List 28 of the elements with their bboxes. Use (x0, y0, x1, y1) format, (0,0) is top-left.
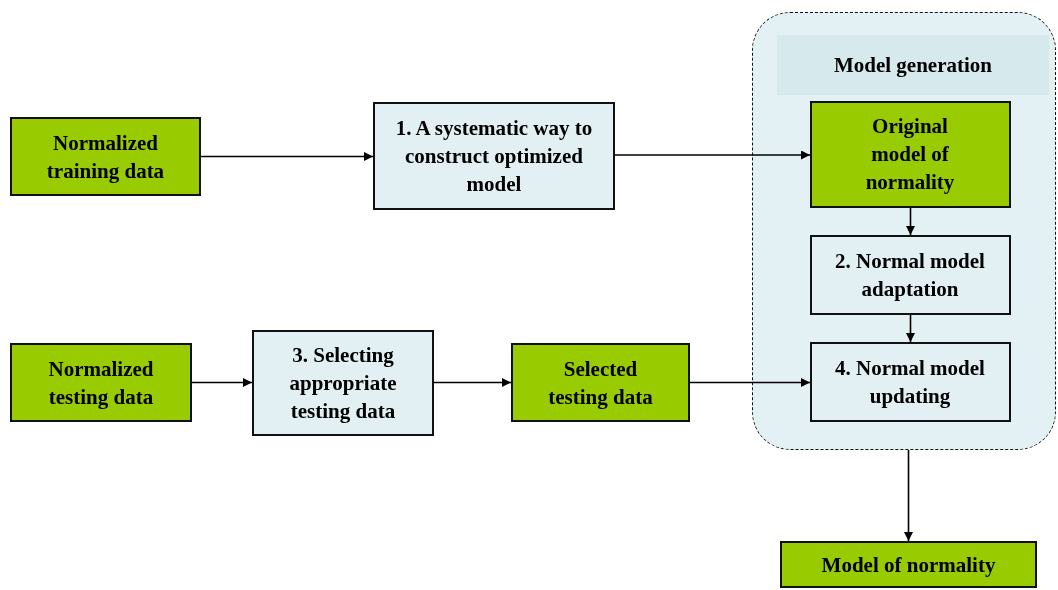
data-box (10, 343, 192, 422)
node-label: Normalized testing data (47, 355, 155, 411)
arrow (433, 378, 512, 387)
arrow (614, 150, 811, 160)
node-label: Original model of normality (864, 113, 956, 196)
node-label: Model of normality (821, 551, 996, 579)
process-box (373, 102, 615, 210)
data-box (10, 117, 201, 196)
data-box (809, 100, 1011, 208)
node-label: Normalized training data (45, 129, 166, 185)
process-box (252, 330, 434, 436)
node-label: 4. Normal model updating (834, 354, 986, 410)
arrow (906, 314, 915, 343)
data-box (780, 541, 1037, 588)
arrow (904, 449, 913, 542)
arrow (906, 207, 915, 236)
node-label: Model generation (833, 52, 993, 79)
arrow (191, 378, 253, 387)
data-box (511, 343, 690, 422)
arrow (689, 378, 811, 387)
arrow (200, 152, 374, 161)
group-container (752, 12, 1056, 450)
node-label: 3. Selecting appropriate testing data (288, 342, 398, 425)
node-label: 1. A systematic way to construct optimized model (394, 115, 594, 198)
node-label: 2. Normal model adaptation (834, 247, 986, 303)
process-box (809, 341, 1011, 422)
node-label: Selected testing data (547, 355, 654, 411)
process-box (809, 234, 1011, 315)
